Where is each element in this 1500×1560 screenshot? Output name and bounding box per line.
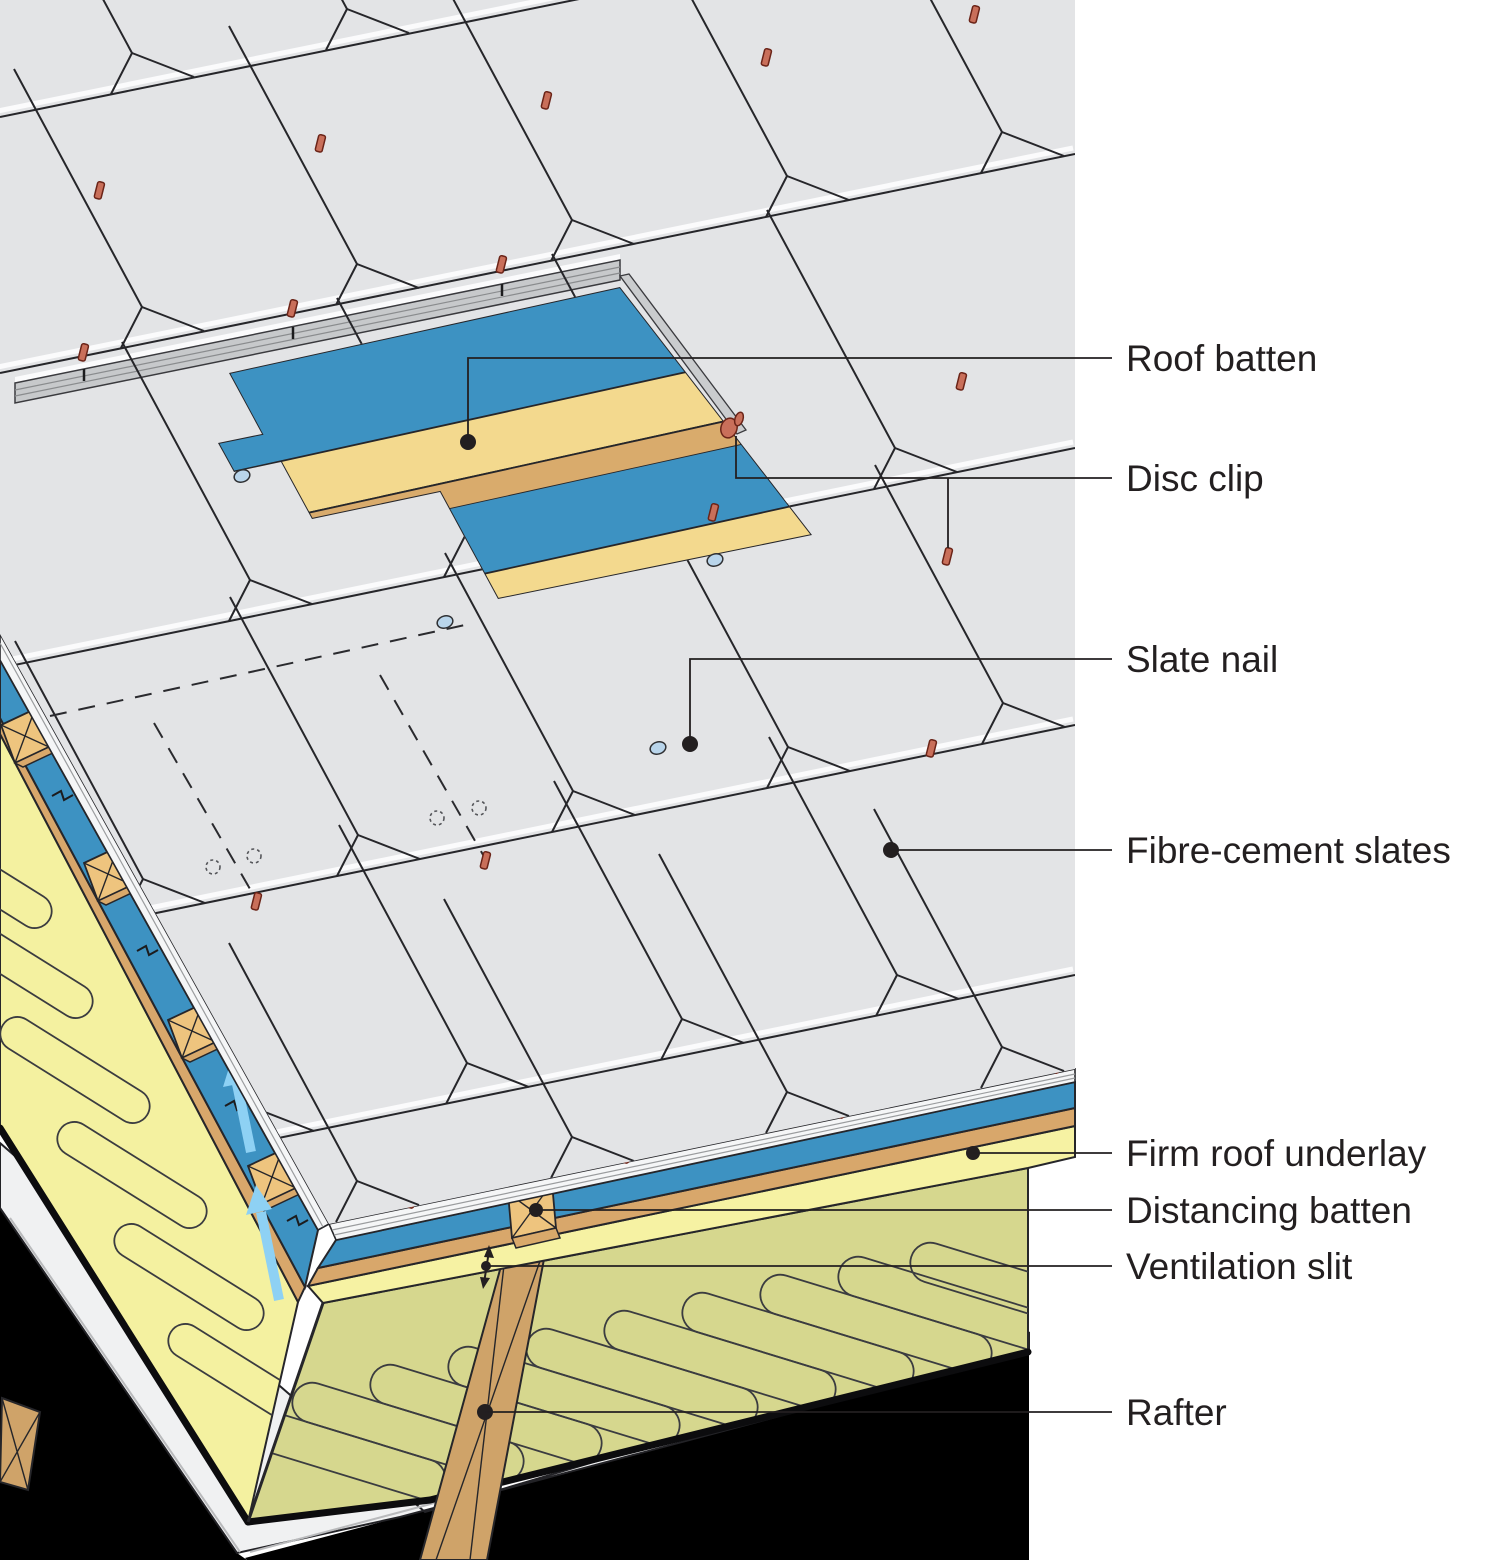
top-roof-batten-bar: [14, 254, 621, 404]
hidden-nail-hole: [471, 800, 487, 816]
ventilation-arrow-icon: [246, 1185, 284, 1302]
hidden-slate-edge: [49, 624, 466, 717]
leader-fibre-cement-slates: [883, 842, 1112, 858]
hidden-slate-joint: [379, 674, 487, 861]
label-slate-nail: Slate nail: [1126, 639, 1278, 680]
labels: Roof batten Disc clip Slate nail Fibre-c…: [1126, 338, 1451, 1433]
underlay-window-upper: [218, 287, 812, 481]
underlay-hook-icon: [136, 944, 159, 957]
underlay-hook-icon: [286, 1214, 309, 1227]
insulation-verge-loops: [0, 821, 298, 1431]
hidden-nail-hole: [429, 810, 445, 826]
leader-rafter: [477, 1404, 1112, 1420]
label-fibre-cement-slates: Fibre-cement slates: [1126, 830, 1451, 871]
slate-stack-verge: [0, 632, 331, 1232]
label-disc-clip: Disc clip: [1126, 458, 1264, 499]
hidden-nail-hole: [246, 848, 262, 864]
disc-clip-on-slate: [941, 546, 954, 566]
disc-clips: [77, 4, 981, 911]
leader-slate-nail: [682, 658, 1112, 752]
slate-nails: [233, 469, 724, 755]
bar-end-edge-strip: [618, 273, 748, 435]
insulation-corner-edge: [246, 1302, 325, 1523]
leader-firm-roof-underlay: [966, 1146, 1112, 1160]
leader-lines: [460, 357, 1112, 1420]
insulation-outer-edge-eave: [244, 1348, 1032, 1526]
rafter-end-verge: [0, 1396, 42, 1492]
disc-clip-labelled: [720, 411, 745, 439]
label-roof-batten: Roof batten: [1126, 338, 1317, 379]
insulation-outer-edge-verge: [0, 1124, 252, 1526]
fibre-cement-slate-field: [0, 0, 1075, 1224]
hidden-nail-hole: [205, 859, 221, 875]
hidden-slate-joint: [153, 722, 258, 902]
label-rafter: Rafter: [1126, 1392, 1227, 1433]
leader-roof-batten: [460, 357, 1112, 450]
underlay-hook-icon: [51, 789, 74, 802]
label-distancing-batten: Distancing batten: [1126, 1190, 1412, 1231]
leader-ventilation-slit: [481, 1261, 1112, 1271]
eave-layers: [306, 1080, 1076, 1305]
label-ventilation-slit: Ventilation slit: [1126, 1246, 1353, 1287]
label-firm-roof-underlay: Firm roof underlay: [1126, 1133, 1427, 1174]
leader-distancing-batten: [529, 1203, 1112, 1217]
leader-disc-clip: [735, 436, 1112, 548]
